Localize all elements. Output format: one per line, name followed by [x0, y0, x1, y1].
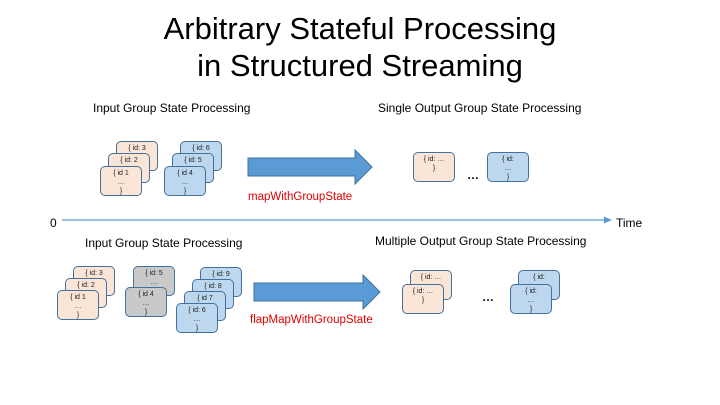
output-top-label: Single Output Group State Processing: [378, 101, 582, 115]
output-ellipsis: …: [482, 290, 494, 304]
timeline-end-label: Time: [616, 216, 643, 230]
state-card: { id 4…}: [164, 166, 206, 196]
timeline-arrowhead: [604, 216, 612, 224]
output-state-card: { id: …}: [402, 284, 444, 314]
slide-title-line-2: in Structured Streaming: [197, 48, 523, 83]
output-state-card: { id: …}: [413, 152, 455, 182]
map-function-label: mapWithGroupState: [248, 191, 353, 203]
state-card: { id 4…}: [125, 287, 167, 317]
timeline-origin: 0: [50, 216, 57, 230]
output-state-card: { id:…}: [510, 284, 552, 314]
state-card: { id 1…}: [100, 166, 142, 196]
output-bottom-label: Multiple Output Group State Processing: [375, 234, 587, 248]
top-process-arrow: [247, 148, 373, 186]
flatmap-function-label: flapMapWithGroupState: [250, 314, 373, 326]
input-top-label: Input Group State Processing: [93, 101, 251, 115]
bottom-process-arrow: [253, 273, 381, 311]
state-card: { id: 6…}: [176, 303, 218, 333]
slide-title-line-1: Arbitrary Stateful Processing: [163, 11, 557, 46]
output-state-card: { id:…}: [487, 152, 529, 182]
state-card: { id 1…}: [57, 290, 99, 320]
input-bottom-label: Input Group State Processing: [85, 236, 243, 250]
output-ellipsis: …: [467, 168, 479, 182]
